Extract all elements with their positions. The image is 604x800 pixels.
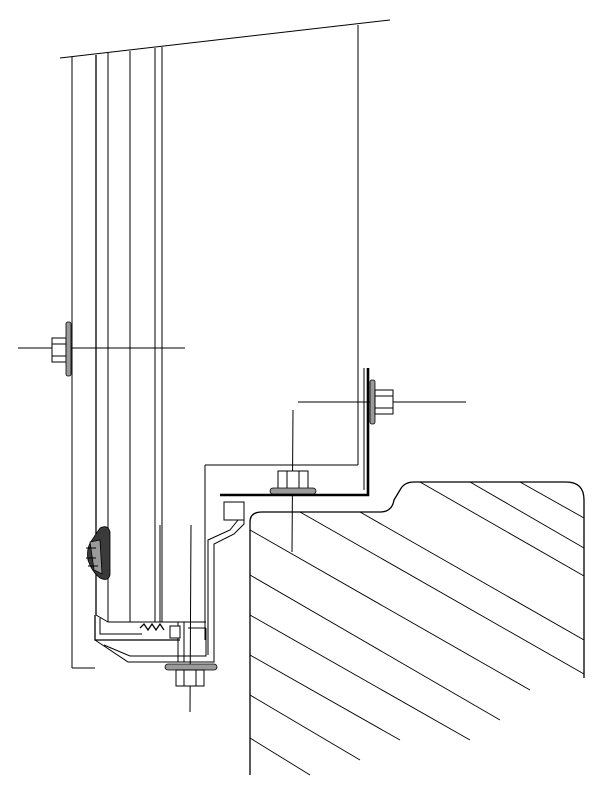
bottom-clip-assembly xyxy=(94,525,215,663)
top-slope-line xyxy=(59,19,391,59)
z-support-bracket xyxy=(207,501,245,655)
structural-block-outline xyxy=(204,25,359,640)
concrete-slab-outline xyxy=(249,481,585,775)
rubber-gasket-icon xyxy=(86,526,111,580)
bolt-bottom-clip-icon xyxy=(164,524,218,713)
l-bracket xyxy=(220,368,370,497)
bolt-vertical-bracket-icon xyxy=(298,379,466,425)
concrete-hatching-icon xyxy=(250,482,584,776)
bolt-horizontal-bracket-icon xyxy=(269,409,317,553)
bolt-left-wall-icon xyxy=(18,321,185,377)
wall-panel-layers xyxy=(71,47,163,669)
